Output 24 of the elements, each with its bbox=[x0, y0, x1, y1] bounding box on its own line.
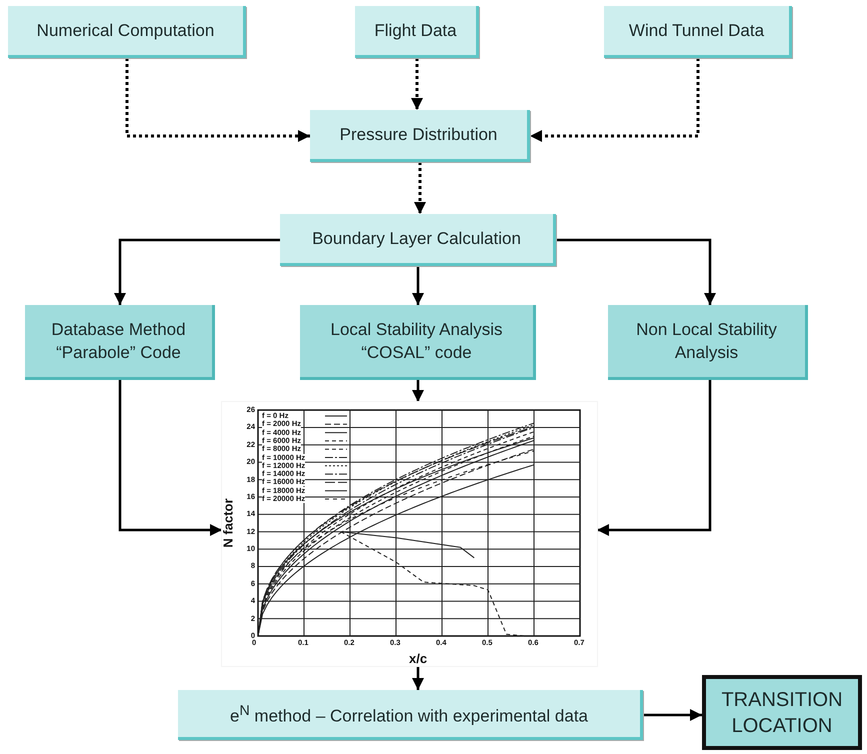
arrow bbox=[126, 58, 310, 142]
arrow bbox=[597, 380, 712, 536]
process-box: Boundary Layer Calculation bbox=[280, 214, 556, 266]
process-box: Numerical Computation bbox=[8, 6, 246, 58]
arrow bbox=[114, 238, 280, 305]
process-box: e$^{N}$ method – Correlation with experimental data bbox=[178, 690, 643, 740]
axis-title: N factor bbox=[222, 498, 236, 548]
terminal-box: TRANSITION LOCATION bbox=[702, 675, 862, 750]
arrow bbox=[118, 380, 222, 536]
arrow bbox=[530, 58, 700, 142]
process-box: Pressure Distribution bbox=[310, 110, 530, 162]
process-box: Database Method “Parabole” Code bbox=[25, 305, 215, 380]
arrow bbox=[414, 162, 426, 214]
axis-title: x/c bbox=[409, 652, 428, 666]
arrow bbox=[412, 266, 424, 305]
arrow bbox=[412, 380, 424, 402]
arrow bbox=[556, 238, 716, 305]
arrow bbox=[412, 666, 424, 690]
arrow bbox=[643, 709, 702, 721]
process-box: Flight Data bbox=[355, 6, 479, 58]
process-box: Non Local Stability Analysis bbox=[608, 305, 808, 380]
arrow bbox=[411, 58, 423, 110]
process-box: Local Stability Analysis “COSAL” code bbox=[300, 305, 536, 380]
process-box: Wind Tunnel Data bbox=[604, 6, 792, 58]
